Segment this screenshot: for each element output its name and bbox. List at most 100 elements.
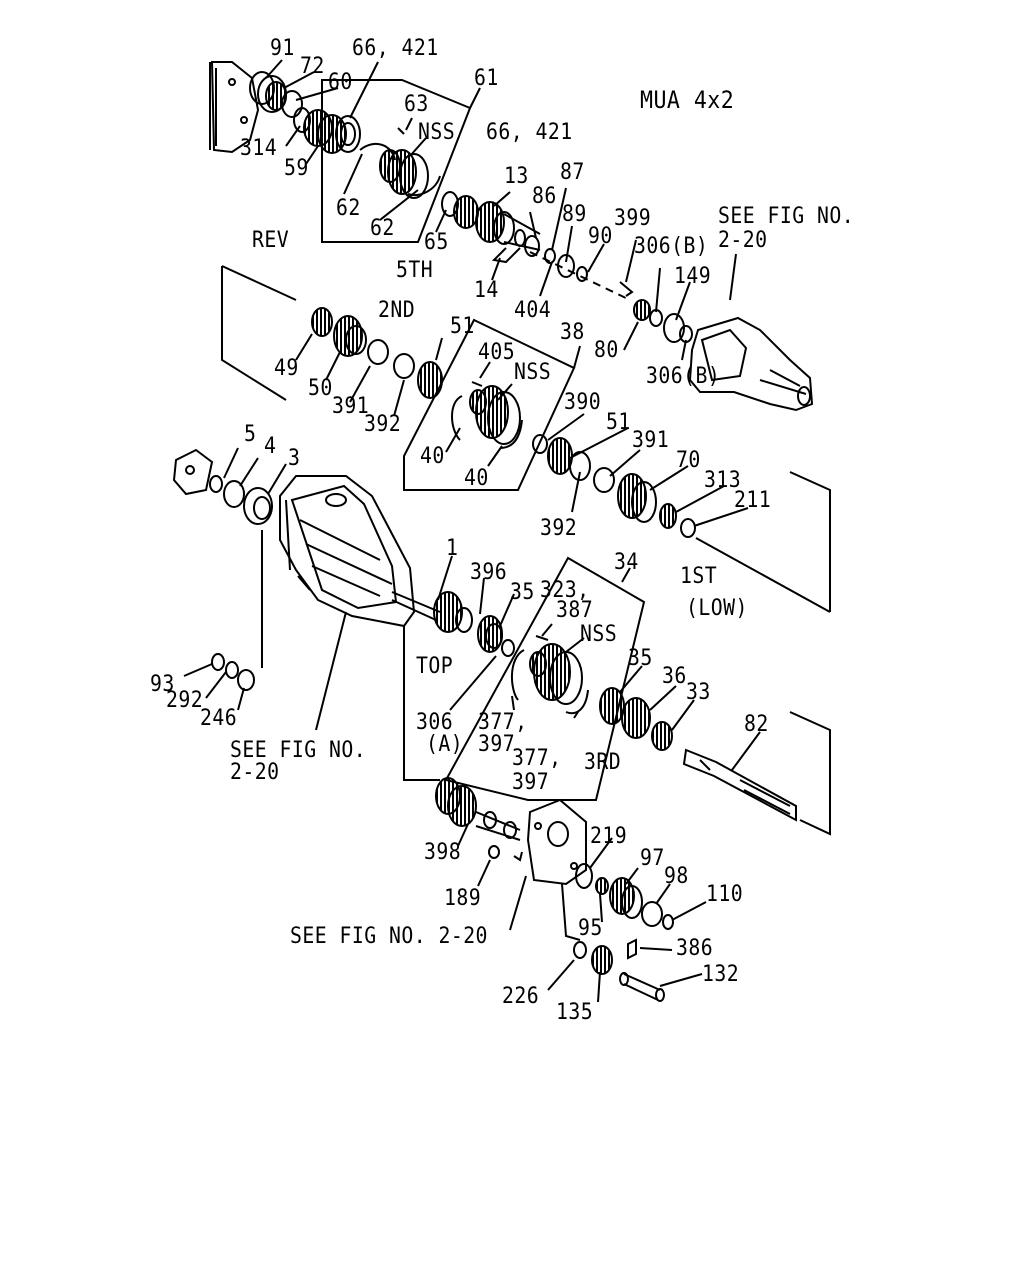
see-fig-bottom: SEE FIG NO. 2-20: [290, 924, 488, 949]
callout: 34: [614, 550, 639, 575]
callout: 392: [540, 516, 578, 541]
transmission-case: [261, 475, 440, 781]
box-34: [444, 556, 646, 801]
callout: 391: [632, 428, 670, 453]
label-1st: 1ST: [680, 564, 718, 589]
callout: 246: [200, 706, 238, 731]
callout: 65: [424, 230, 449, 255]
callout: 391: [332, 394, 370, 419]
callout: NSS: [580, 622, 618, 647]
callout: 211: [734, 488, 772, 513]
box-61: [321, 79, 472, 243]
callout: 89: [562, 202, 587, 227]
callout: 377,: [512, 746, 562, 771]
callout: 314: [240, 136, 278, 161]
callout: 66, 421: [352, 36, 439, 61]
callout: 62: [370, 216, 395, 241]
callout: 219: [590, 824, 628, 849]
callout: 377,: [478, 710, 528, 735]
callout: 90: [588, 224, 613, 249]
callout: 292: [166, 688, 204, 713]
callout: 323,: [540, 578, 590, 603]
callout: 82: [744, 712, 769, 737]
countershaft-398: [435, 777, 521, 859]
callout: 3: [288, 446, 301, 471]
gear-66-421: [335, 115, 361, 153]
intermediate-plate: [509, 798, 587, 941]
callout: 70: [676, 448, 701, 473]
gear-91: [249, 71, 287, 113]
callout: 189: [444, 886, 482, 911]
callout: 149: [674, 264, 712, 289]
front-retainer-plate: [209, 61, 260, 154]
gear-2nd-group: [311, 307, 443, 399]
label-3rd: 3RD: [584, 750, 622, 775]
callout: 5: [244, 422, 257, 447]
callout: 135: [556, 1000, 594, 1025]
callout: 313: [704, 468, 742, 493]
mainshaft-82-group: [599, 687, 831, 836]
callout: 62: [336, 196, 361, 221]
callout: 396: [470, 560, 508, 585]
callout: 97: [640, 846, 665, 871]
gear-59: [303, 109, 347, 154]
callout: 397: [512, 770, 550, 795]
callout: 387: [556, 598, 594, 623]
box-38: [403, 318, 576, 491]
callout: 72: [300, 54, 325, 79]
callout: 49: [274, 356, 299, 381]
callout: 392: [364, 412, 402, 437]
reverse-idler-shaft: [573, 938, 665, 1002]
callout: 306(B): [646, 364, 721, 389]
callout: 95: [578, 916, 603, 941]
synchro-2nd: [451, 381, 523, 449]
callout: 36: [662, 664, 687, 689]
front-cover-plate: [172, 448, 214, 496]
callout: 51: [606, 410, 631, 435]
callout: 390: [564, 390, 602, 415]
label-top: TOP: [416, 654, 454, 679]
callout: 226: [502, 984, 540, 1009]
synchro-5th: [359, 127, 441, 199]
synchro-3rd-top: [511, 635, 589, 715]
see-fig-top-line2: 2-20: [718, 228, 768, 253]
label-low: (LOW): [686, 596, 748, 621]
see-fig-left-line1: SEE FIG NO.: [230, 738, 367, 763]
callout: 13: [504, 164, 529, 189]
label-5th: 5TH: [396, 258, 434, 283]
diagram-title: MUA 4x2: [640, 86, 735, 114]
callout: 98: [664, 864, 689, 889]
callout: 404: [514, 298, 552, 323]
callout: 306(B): [634, 234, 709, 259]
callout: 35: [628, 646, 653, 671]
label-rev: REV: [252, 228, 290, 253]
callout: 405: [478, 340, 516, 365]
callout: NSS: [514, 360, 552, 385]
gear-60: [281, 90, 303, 118]
callout: 63: [404, 92, 429, 117]
callout: 398: [424, 840, 462, 865]
callout: 4: [264, 434, 277, 459]
callout: 91: [270, 36, 295, 61]
see-fig-top-line1: SEE FIG NO.: [718, 204, 855, 229]
frame-2nd: [221, 265, 297, 401]
callout: 386: [676, 936, 714, 961]
input-shaft: [391, 591, 515, 657]
callout: 66, 421: [486, 120, 573, 145]
callout: 110: [706, 882, 744, 907]
callout: 397: [478, 732, 516, 757]
seals-3-4-5: [209, 475, 273, 525]
callout: 33: [686, 680, 711, 705]
callout: 59: [284, 156, 309, 181]
callout: 399: [614, 206, 652, 231]
extension-housing: [688, 253, 814, 412]
callout: (A): [426, 732, 464, 757]
callout: 132: [702, 962, 740, 987]
callout: 306: [416, 710, 454, 735]
callout: 14: [474, 278, 499, 303]
callout: 87: [560, 160, 585, 185]
callout: 86: [532, 184, 557, 209]
callout: 60: [328, 70, 353, 95]
